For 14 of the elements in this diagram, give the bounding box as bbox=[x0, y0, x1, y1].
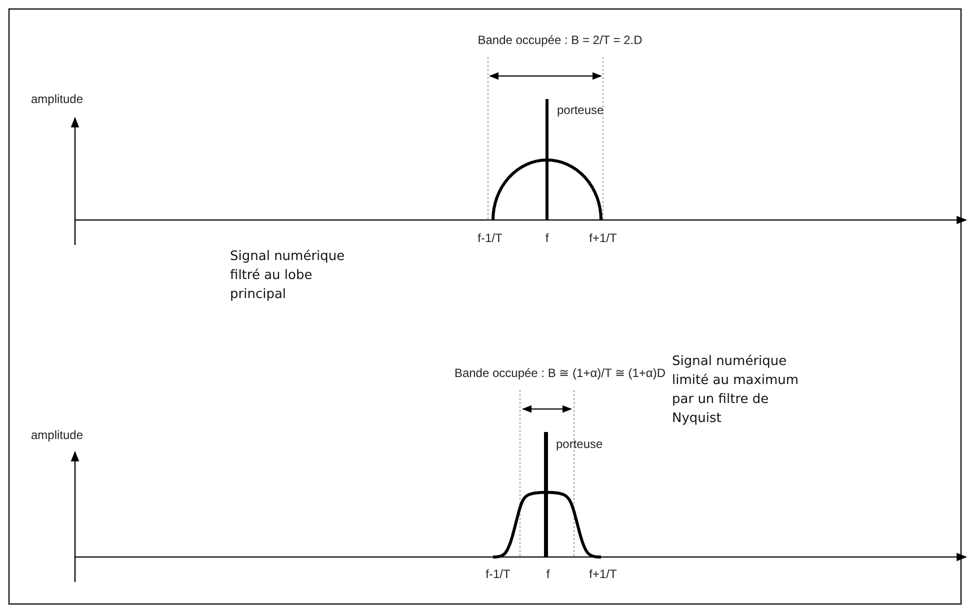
band-formula: Bande occupée : B ≅ (1+α)/T ≅ (1+α)D bbox=[454, 366, 666, 380]
caption-text: Signal numérique filtré au lobe principal bbox=[230, 248, 346, 304]
carrier-label: porteuse bbox=[556, 437, 603, 452]
frequency-tick: f+1/T bbox=[589, 567, 617, 582]
carrier-label: porteuse bbox=[557, 103, 604, 118]
frequency-tick: f+1/T bbox=[589, 231, 617, 246]
frequency-tick: f-1/T bbox=[486, 567, 510, 582]
frequency-tick: f bbox=[546, 567, 550, 582]
caption-text: Signal numérique limité au maximum par un filtre de Nyquist bbox=[672, 353, 800, 428]
axis-label: amplitude bbox=[31, 92, 84, 106]
frequency-tick: f bbox=[545, 231, 549, 246]
axis-label: amplitude bbox=[31, 428, 84, 442]
frequency-tick: f-1/T bbox=[478, 231, 502, 246]
band-formula: Bande occupée : B = 2/T = 2.D bbox=[478, 33, 642, 48]
